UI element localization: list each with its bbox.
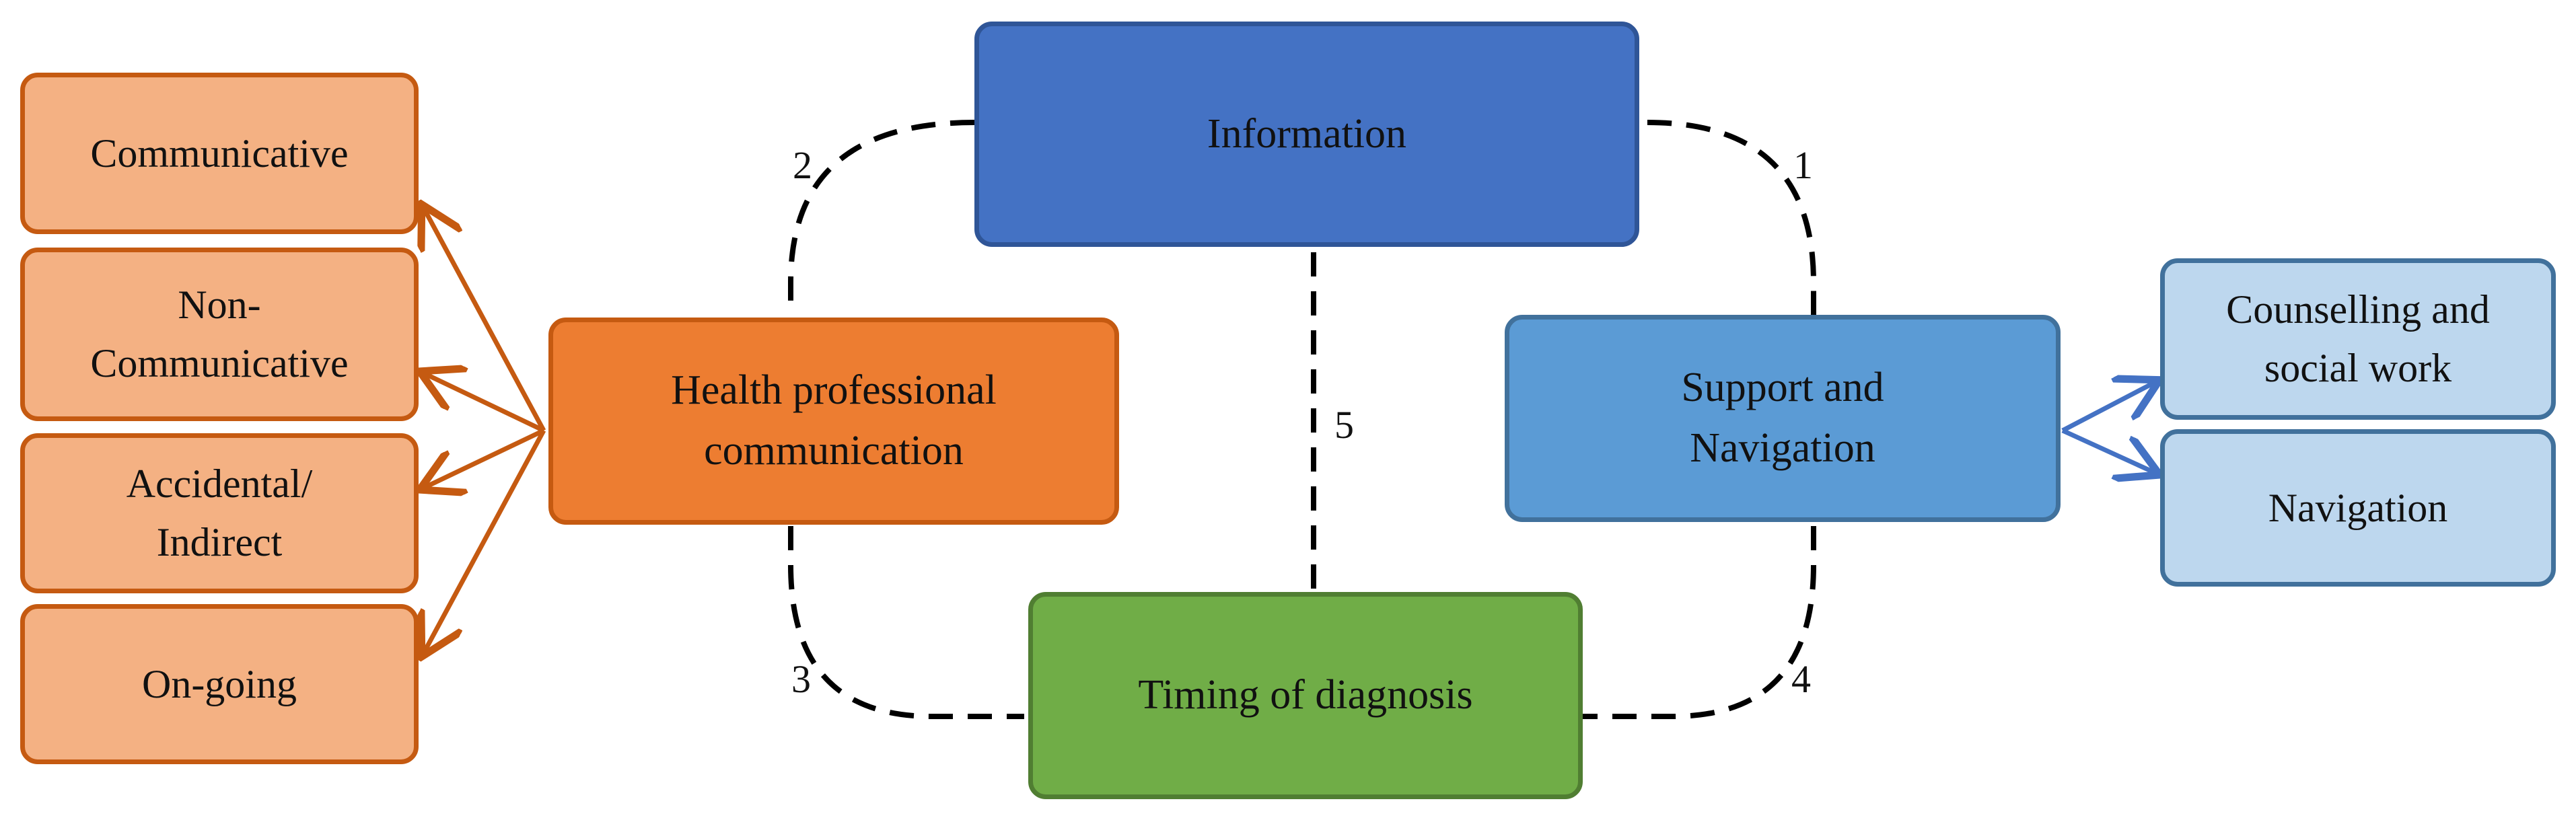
on-going-node: On-going bbox=[20, 604, 419, 764]
communicative-node: Communicative bbox=[20, 73, 419, 234]
information-node: Information bbox=[974, 22, 1639, 247]
communicative-label: Communicative bbox=[90, 131, 349, 176]
link-4-path bbox=[1583, 526, 1816, 719]
arrow-navigation bbox=[2061, 428, 2155, 473]
link-2-path bbox=[788, 120, 975, 315]
link-label-1: 1 bbox=[1793, 143, 1813, 187]
support-navigation-label: Support and Navigation bbox=[1681, 365, 1884, 471]
information-label: Information bbox=[1207, 110, 1407, 157]
navigation-label: Navigation bbox=[2268, 485, 2448, 530]
link-label-3: 3 bbox=[791, 657, 811, 701]
support-navigation-node: Support and Navigation bbox=[1505, 315, 2061, 522]
accidental-indirect-node: Accidental/ Indirect bbox=[20, 433, 419, 593]
link-label-5: 5 bbox=[1334, 403, 1354, 447]
navigation-node: Navigation bbox=[2160, 429, 2556, 587]
arrow-communicative bbox=[424, 209, 546, 432]
timing-label: Timing of diagnosis bbox=[1138, 672, 1473, 718]
link-label-4: 4 bbox=[1791, 657, 1811, 701]
non-communicative-node: Non- Communicative bbox=[20, 248, 419, 421]
link-1-path bbox=[1647, 120, 1816, 315]
link-label-2: 2 bbox=[793, 143, 812, 187]
arrow-accidental bbox=[424, 428, 545, 488]
counselling-social-work-label: Counselling and social work bbox=[2226, 287, 2490, 390]
health-professional-node: Health professional communication bbox=[548, 318, 1119, 525]
non-communicative-label: Non- Communicative bbox=[90, 283, 349, 385]
counselling-social-work-node: Counselling and social work bbox=[2160, 258, 2556, 420]
arrow-counselling bbox=[2061, 382, 2155, 433]
accidental-indirect-label: Accidental/ Indirect bbox=[126, 461, 313, 564]
on-going-label: On-going bbox=[142, 661, 297, 706]
health-professional-label: Health professional communication bbox=[671, 367, 997, 474]
arrow-on-going bbox=[424, 429, 546, 653]
arrow-non-communicative bbox=[424, 373, 545, 433]
timing-node: Timing of diagnosis bbox=[1028, 592, 1583, 799]
link-3-path bbox=[788, 526, 1024, 719]
